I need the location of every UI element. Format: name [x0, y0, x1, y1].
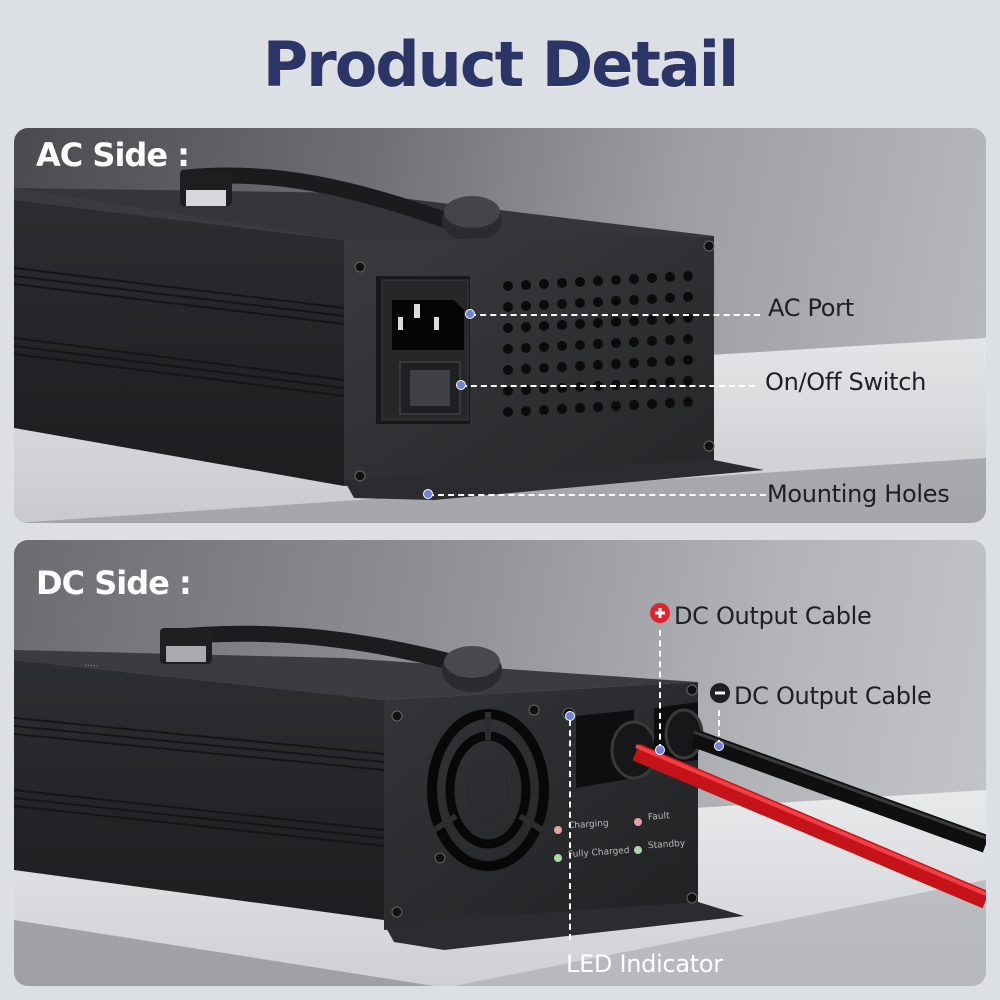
on-off-switch-marker — [456, 380, 466, 390]
dc-side-panel: ····· — [14, 540, 986, 986]
mounting-holes-label: Mounting Holes — [767, 480, 950, 508]
minus-icon — [710, 683, 730, 703]
positive-dc-cable-leader — [659, 630, 661, 750]
mounting-holes-marker — [423, 489, 433, 499]
led-indicator-leader — [569, 720, 571, 940]
ac-port-marker — [465, 309, 475, 319]
on-off-switch-label: On/Off Switch — [765, 368, 927, 396]
led-indicator-label: LED Indicator — [566, 950, 723, 978]
led-legend — [554, 818, 642, 862]
ac-side-panel: AC Side : AC Port On/Off Switch Mounting… — [14, 128, 986, 523]
page-title: Product Detail — [262, 28, 740, 101]
negative-dc-cable-marker — [714, 741, 724, 751]
ac-side-title: AC Side : — [36, 136, 190, 174]
svg-text:·····: ····· — [84, 661, 99, 672]
ac-charger-illustration — [14, 167, 986, 523]
dc-side-title: DC Side : — [36, 564, 192, 602]
plus-icon — [650, 603, 670, 623]
ac-port-leader — [470, 314, 760, 316]
positive-dc-cable-marker — [655, 745, 665, 755]
negative-dc-cable-leader — [718, 710, 720, 746]
vent-grid — [503, 271, 693, 417]
positive-dc-cable-label: DC Output Cable — [650, 602, 872, 630]
led-fault-label: Fault — [647, 811, 670, 823]
ac-port-label: AC Port — [768, 294, 854, 322]
mounting-holes-leader — [428, 494, 766, 496]
dc-charger-illustration: ····· — [14, 625, 986, 986]
negative-dc-cable-label: DC Output Cable — [710, 682, 932, 710]
on-off-switch-leader — [461, 385, 755, 387]
